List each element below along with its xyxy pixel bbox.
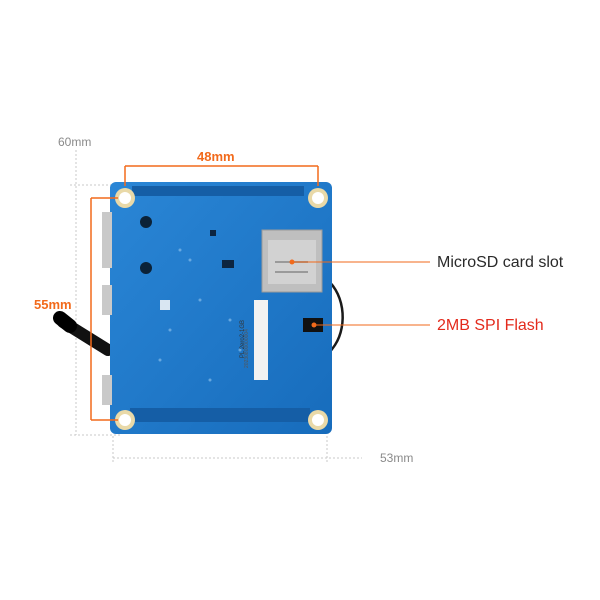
top-pin-header bbox=[132, 186, 304, 196]
mounting-holes bbox=[115, 188, 328, 430]
sticker-text-line2: 20230800000004 bbox=[243, 329, 250, 368]
outer-dimension-lines bbox=[70, 150, 362, 462]
microsd-callout-label: MicroSD card slot bbox=[437, 254, 564, 271]
dimension-label-48mm: 48mm bbox=[197, 149, 235, 164]
dimension-label-60mm: 60mm bbox=[58, 135, 92, 149]
pcb-board bbox=[102, 182, 332, 434]
callout-lines bbox=[289, 259, 430, 328]
dimension-label-55mm: 55mm bbox=[34, 297, 72, 312]
serial-sticker bbox=[254, 300, 268, 380]
spi-flash-callout-label: 2MB SPI Flash bbox=[437, 317, 544, 334]
orange-dimension-lines bbox=[90, 165, 319, 421]
dimension-label-53mm: 53mm bbox=[380, 451, 414, 465]
power-cable bbox=[53, 311, 114, 356]
